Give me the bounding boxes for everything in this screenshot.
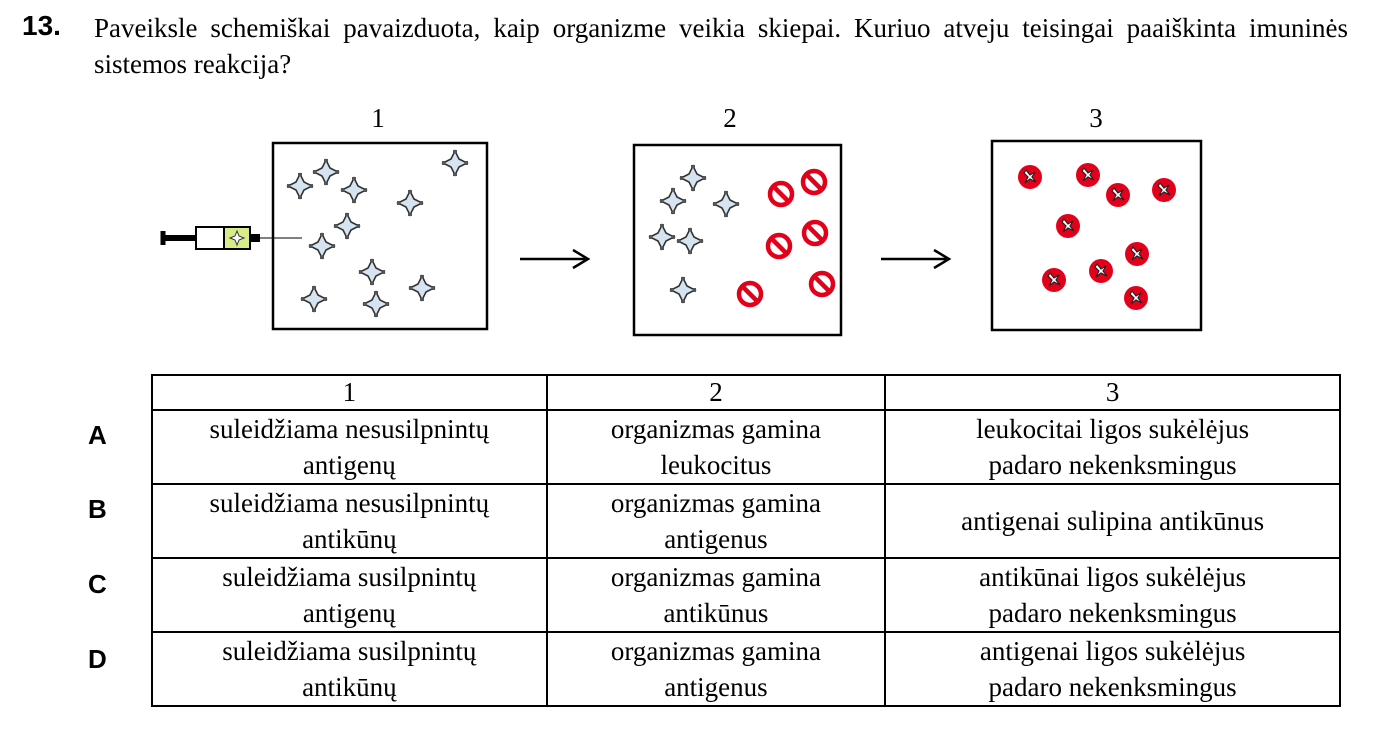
question-text: Paveiksle schemiškai pavaizduota, kaip o… xyxy=(94,13,1348,79)
right-arrow-icon xyxy=(520,248,591,270)
column-header: 1 xyxy=(151,374,548,411)
option-letter-a: A xyxy=(88,420,107,450)
option-letter-b: B xyxy=(88,494,107,524)
syringe-icon xyxy=(160,226,302,250)
option-letter-d: D xyxy=(88,644,107,674)
panel-label-2: 2 xyxy=(723,103,737,133)
panel-label-1: 1 xyxy=(371,103,385,133)
right-arrow-icon xyxy=(881,248,952,270)
table-cell: antigenai sulipina antikūnus xyxy=(884,483,1341,559)
vaccine-figure: 1 2 3 xyxy=(160,103,1203,337)
option-letter-c: C xyxy=(88,569,107,599)
column-header: 3 xyxy=(884,374,1341,411)
panel-label-3: 3 xyxy=(1089,103,1103,133)
column-header: 2 xyxy=(545,374,887,411)
question-number: 13. xyxy=(22,10,61,41)
table-header-row: 1 2 3 xyxy=(151,374,1341,411)
